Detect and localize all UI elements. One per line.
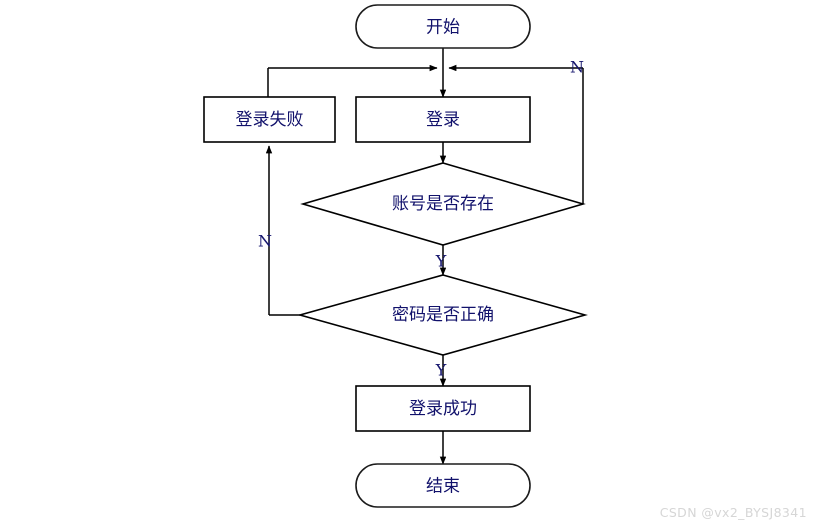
watermark-text: CSDN @vx2_BYSJ8341 [659, 505, 807, 520]
node-login-label: 登录 [426, 110, 460, 130]
node-end-label: 结束 [426, 477, 460, 497]
edge-label-no-left: N [258, 232, 272, 251]
node-login-success[interactable]: 登录成功 [355, 385, 531, 432]
edge-account-check-no [448, 64, 584, 204]
node-login[interactable]: 登录 [355, 96, 531, 143]
node-account-check-label: 账号是否存在 [392, 194, 494, 214]
node-password-check[interactable]: 密码是否正确 [297, 274, 588, 356]
edge-login-failed-to-junction [267, 64, 438, 97]
edge-label-no-right: N [570, 58, 584, 77]
node-login-failed[interactable]: 登录失败 [203, 96, 336, 143]
node-login-failed-label: 登录失败 [236, 110, 304, 130]
node-login-success-label: 登录成功 [409, 399, 477, 419]
edge-label-yes-upper: Y [435, 252, 447, 271]
node-end[interactable]: 结束 [355, 463, 531, 508]
node-start-label: 开始 [426, 18, 460, 38]
node-password-check-label: 密码是否正确 [392, 305, 494, 325]
edge-password-check-no [265, 145, 300, 316]
node-account-check[interactable]: 账号是否存在 [300, 162, 586, 246]
node-start[interactable]: 开始 [355, 4, 531, 49]
edge-label-yes-lower: Y [435, 361, 447, 380]
